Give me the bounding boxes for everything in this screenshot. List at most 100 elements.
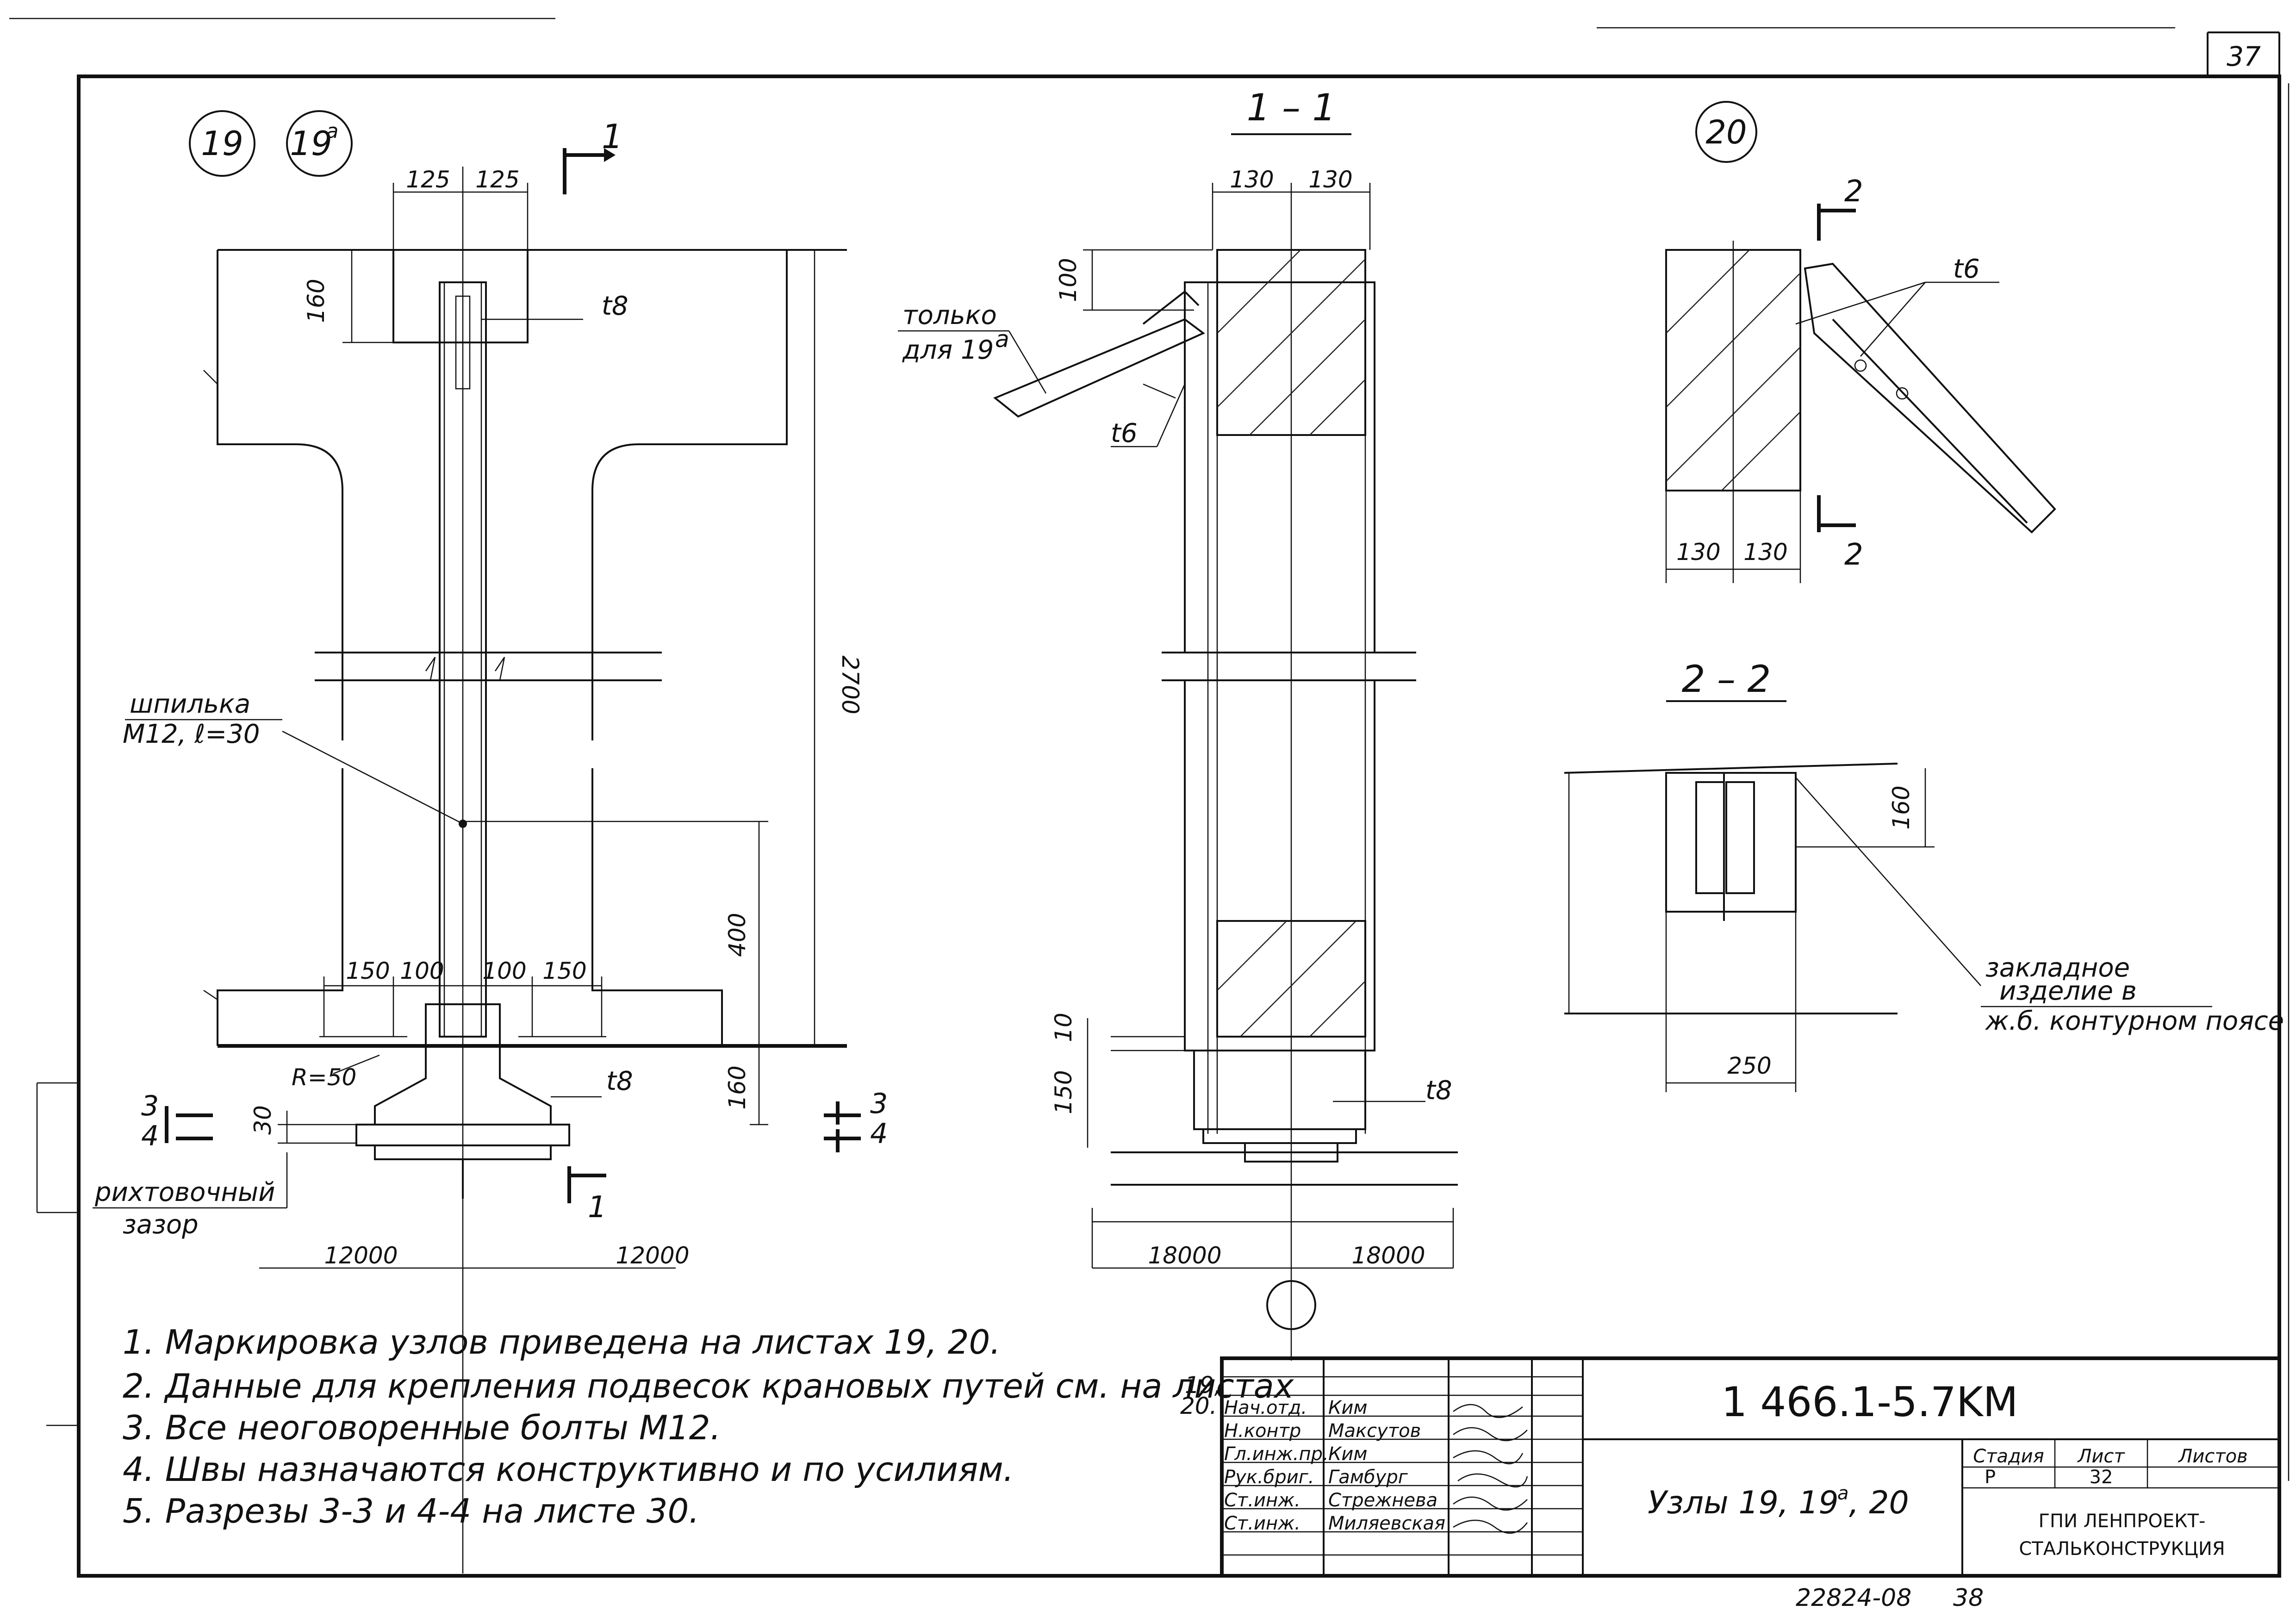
node-19a-sup: a <box>326 119 339 143</box>
signer-role-3: Гл.инж.пр. <box>1224 1443 1329 1465</box>
cut-4-right: 4 <box>870 1118 888 1150</box>
dim-400: 400 <box>724 913 751 957</box>
signer-name-5: Стрежнева <box>1328 1490 1437 1511</box>
dim-10: 10 <box>1050 1013 1077 1042</box>
note-3: 3. Все неоговоренные болты М12. <box>123 1408 721 1447</box>
cut-2-bottom-label: 2 <box>1844 538 1863 572</box>
callout-only-sup: a <box>995 326 1009 353</box>
stage-label: Стадия <box>1973 1446 2044 1467</box>
dim-250: 250 <box>1727 1052 1771 1079</box>
signer-name-1: Ким <box>1328 1397 1368 1418</box>
callout-t8-top: t8 <box>602 291 628 321</box>
node-19a-label: 19 <box>290 124 332 163</box>
callout-stud-line1: шпилька <box>130 689 250 719</box>
signer-role-6: Ст.инж. <box>1224 1513 1300 1534</box>
section-2-2-view: 2 – 2 160 250 закладное изделие в ж.б. к… <box>1564 658 2284 1092</box>
node-19-circle <box>189 110 255 177</box>
note-2: 2. Данные для крепления подвесок крановы… <box>123 1367 1294 1405</box>
note-1: 1. Маркировка узлов приведена на листах … <box>123 1323 1001 1362</box>
callout-embed-line2: изделие в <box>1999 976 2137 1006</box>
sheet-number: 37 <box>2227 41 2261 72</box>
section-2-2-title: 2 – 2 <box>1682 658 1771 701</box>
dim-130-b: 130 <box>1308 166 1352 193</box>
general-notes: 1. Маркировка узлов приведена на листах … <box>123 1323 1294 1530</box>
dim-160-right: 160 <box>1888 785 1915 829</box>
callout-embed-line1: закладное <box>1985 953 2130 983</box>
dim-150-mid: 150 <box>1050 1070 1077 1114</box>
signer-name-4: Гамбург <box>1328 1467 1408 1488</box>
signer-role-2: Н.контр <box>1224 1420 1301 1442</box>
cut-1-bottom-label: 1 <box>588 1190 607 1225</box>
title-block: Нач.отд. Ким Н.контр Максутов Гл.инж.пр.… <box>1220 1356 2281 1578</box>
footer-page: 38 <box>1953 1584 1984 1612</box>
dim-span-left-b: 12000 <box>616 1242 689 1269</box>
dim-130-a: 130 <box>1230 166 1274 193</box>
section-1-1-title: 1 – 1 <box>1247 86 1336 129</box>
callout-gap-line2: зазор <box>123 1210 199 1240</box>
note-2-tail2: 20. <box>1180 1393 1217 1419</box>
dim-160-top: 160 <box>303 279 330 323</box>
signer-role-1: Нач.отд. <box>1224 1397 1307 1418</box>
dim-150-a: 150 <box>346 958 390 984</box>
signer-role-4: Рук.бриг. <box>1224 1467 1314 1488</box>
concrete-hatch-bottom <box>1217 920 1366 1037</box>
cut-2-top-label: 2 <box>1844 174 1863 209</box>
callout-t8-mid: t8 <box>1425 1076 1452 1106</box>
concrete-hatch-top <box>1217 249 1366 435</box>
sheet-frame: 37 <box>9 18 2290 1578</box>
signer-name-6: Миляевская <box>1328 1513 1445 1534</box>
node-20-view: 20 2 2 t6 130 130 <box>1665 101 2056 583</box>
dim-160-bottom: 160 <box>724 1065 751 1109</box>
note-5: 5. Разрезы 3-3 и 4-4 на листе 30. <box>123 1492 699 1530</box>
org-line-1: ГПИ ЛЕНПРОЕКТ- <box>2039 1511 2206 1532</box>
node-19-label: 19 <box>201 124 243 163</box>
dim-span-left-a: 12000 <box>324 1242 398 1269</box>
dim-span-mid-b: 18000 <box>1351 1242 1425 1269</box>
signer-name-3: Ким <box>1328 1443 1368 1465</box>
signer-role-5: Ст.инж. <box>1224 1490 1300 1511</box>
dim-30: 30 <box>249 1105 276 1135</box>
callout-stud-line2: M12, ℓ=30 <box>123 719 260 749</box>
dim-r50: R=50 <box>292 1064 356 1091</box>
callout-t6-right: t6 <box>1953 254 1980 284</box>
node-20-circle <box>1695 101 1757 163</box>
signer-name-2: Максутов <box>1328 1420 1421 1442</box>
dim-125-a: 125 <box>406 166 450 193</box>
cut-3-right: 3 <box>870 1088 888 1120</box>
note-4: 4. Швы назначаются конструктивно и по ус… <box>123 1450 1014 1489</box>
footer-number: 22824-08 <box>1796 1584 1911 1612</box>
node-19-view: 19 19 a 1 125 125 <box>93 110 888 1573</box>
callout-t8-bottom: t8 <box>606 1066 633 1096</box>
dim-130-c: 130 <box>1676 539 1720 566</box>
callout-t6-mid: t6 <box>1111 418 1138 448</box>
sheets-label: Листов <box>2178 1446 2247 1467</box>
title-block-code: 1 466.1-5.7KM <box>1721 1378 2018 1426</box>
callout-embed-line3: ж.б. контурном поясе <box>1985 1006 2284 1036</box>
node-19a-circle <box>286 110 353 177</box>
dim-150-b: 150 <box>542 958 586 984</box>
cut-3-left: 3 <box>141 1090 159 1122</box>
sheet-label: Лист <box>2077 1446 2125 1467</box>
cut-1-top-label: 1 <box>602 117 623 156</box>
callout-only-line2: для 19 <box>902 335 994 365</box>
dim-span-mid-a: 18000 <box>1148 1242 1221 1269</box>
title-block-title-sup: a <box>1837 1483 1849 1504</box>
sheet-value: 32 <box>2090 1467 2113 1488</box>
cut-4-left: 4 <box>141 1120 159 1152</box>
dim-2700: 2700 <box>837 655 864 714</box>
dim-100-mid: 100 <box>1055 258 1082 302</box>
dim-130-d: 130 <box>1743 539 1787 566</box>
axis-marker-circle <box>1266 1280 1316 1330</box>
node-20-label: 20 <box>1705 113 1747 151</box>
title-block-title-end: , 20 <box>1849 1485 1909 1521</box>
org-line-2: СТАЛЬКОНСТРУКЦИЯ <box>2019 1538 2225 1560</box>
callout-only-line1: только <box>902 300 997 330</box>
section-1-1-view: 1 – 1 130 130 <box>898 86 1458 1361</box>
callout-gap-line1: рихтовочный <box>94 1177 275 1207</box>
dim-100-b: 100 <box>482 958 526 984</box>
note-2-tail: 19, <box>1185 1372 1222 1399</box>
title-block-title: Узлы 19, 19 <box>1648 1485 1839 1521</box>
stage-value: Р <box>1985 1467 1996 1488</box>
dim-125-b: 125 <box>475 166 519 193</box>
